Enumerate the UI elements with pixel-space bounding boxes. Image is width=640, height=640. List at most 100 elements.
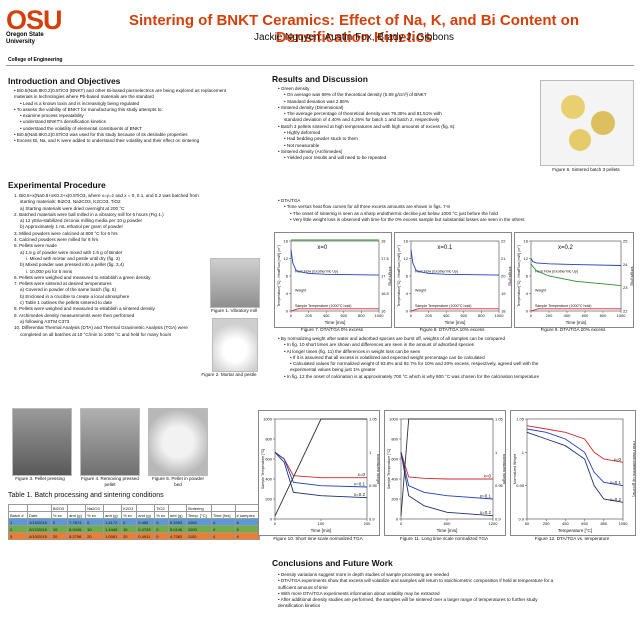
fig10-xtick-label: 100 — [318, 521, 325, 526]
fig11-series-label: x=0.2 — [480, 510, 492, 515]
fig12-xtick-label: 450 — [562, 521, 569, 526]
procedure-line: 6. Pellets were weighed and measured to … — [14, 274, 151, 280]
table-cell: 1.4172 — [103, 518, 123, 526]
normalized-line: • In fig. 12 the onset of calcination is… — [284, 373, 540, 379]
fig9-xlabel: Time [min] — [566, 320, 587, 325]
procedure-line: 5. Pellets were made — [14, 243, 57, 249]
procedure-body: 1. Bi0.5+x(Na0.8+xK0.2+x)0.5TiO3, where … — [8, 193, 208, 338]
procedure-line: a) 1.5 g of powder were mixed with 1.5 g… — [20, 249, 123, 255]
fig9-ytick-label: 8 — [526, 274, 529, 279]
fig10-xlabel: Time [min] — [311, 528, 332, 533]
table-group-header — [210, 504, 236, 512]
table-cell: 3 — [7, 532, 29, 540]
fig9-xtick-label: 400 — [564, 313, 571, 318]
fig12-xtick-label: 650 — [581, 521, 588, 526]
intro-line: • To assess the viability of BNKT for ma… — [14, 106, 163, 112]
procedure-heading: Experimental Procedure — [8, 180, 106, 190]
fig8-xtick-label: 200 — [425, 313, 432, 318]
fig3-caption: Figure 3. Pellet pressing — [15, 476, 65, 481]
procedure-line: starting materials: Bi2O3, Na2CO3, K2CO3… — [20, 199, 121, 205]
table-cell: 0.455 — [136, 518, 156, 526]
fig10-y2tick-label: 0.95 — [369, 483, 378, 488]
fig8-y2tick-label: 22 — [501, 239, 506, 244]
fig10-series-label: x=0 — [358, 472, 366, 477]
fig9-annotation: Heat Flow (Exothermic Up) — [535, 270, 578, 274]
procedure-line: i. Mixed with mortar and pestle until dr… — [26, 255, 120, 261]
table-col-header: amt (g) — [103, 511, 123, 519]
vibratory-mill-photo — [210, 258, 260, 308]
intro-line: • understand the volatility of elemental… — [20, 125, 142, 131]
table-col-header: Time [hrs] — [210, 511, 236, 519]
results-heading: Results and Discussion — [272, 74, 368, 84]
table-cell: 0 — [121, 518, 138, 526]
logo-text: OSU — [6, 5, 63, 35]
results-line: • Not measurable — [284, 142, 320, 148]
fig8-xtick-label: 1000 — [495, 313, 505, 318]
table-cell: 4 — [210, 532, 236, 540]
fig7-ytick-label: 12 — [284, 256, 289, 261]
table-cell: 0 — [154, 532, 169, 540]
fig9-y2label: Weight [mg] — [630, 266, 633, 285]
fig11-ytick-label: 1000 — [389, 417, 399, 422]
fig7-xtick-label: 0 — [290, 313, 293, 318]
table-cell: 20 — [50, 532, 69, 540]
table-cell: 0.4911 — [136, 532, 156, 540]
fig10-ytick-label: 1000 — [263, 417, 273, 422]
table-col-header: % ex — [50, 511, 69, 519]
procedure-line: i. 10,000 psi for 5 mins — [26, 268, 73, 274]
procedure-line: a) Starting materials were dried overnig… — [20, 205, 125, 211]
table-group-header: Na2O3 — [85, 504, 105, 512]
procedure-line: 9. Archimedes density measurements were … — [14, 312, 135, 318]
table-cell: 1 — [7, 518, 29, 526]
mortar-pestle-photo — [212, 318, 258, 372]
procedure-line: 3. Milled powders were calcined at 800 °… — [14, 230, 118, 236]
procedure-line: completed on all batches at 10 °C/min to… — [20, 331, 172, 337]
fig12-series-line — [526, 428, 624, 487]
fig7-xtick-label: 400 — [323, 313, 330, 318]
fig12-y2label: Heat Flow/Exothermic Up [μV/mW] — [632, 441, 635, 497]
dta-body: • DTA/TGA• Time versus heat flow curves … — [272, 198, 632, 223]
fig12-ytick-label: 1.05 — [516, 417, 525, 422]
procedure-line: a) following ASTM C373 — [20, 318, 70, 324]
fig12-xlabel: Temperature [°C] — [558, 528, 592, 533]
fig7-xlabel: Time [min] — [325, 320, 346, 325]
pellet-3 — [569, 129, 591, 151]
fig8-y2tick-label: 21 — [501, 256, 506, 261]
fig8-y2tick-label: 20 — [501, 274, 506, 279]
table-col-header: % ex — [154, 511, 169, 519]
table-cell: 0.4733 — [136, 525, 156, 533]
table-cell: 8.0445 — [67, 525, 87, 533]
fig8-xtick-label: 600 — [460, 313, 467, 318]
table-group-header — [67, 504, 87, 512]
fig9-plot-frame — [530, 240, 622, 312]
results-line: standard deviation of 4.40% and 4.26% fo… — [284, 117, 440, 123]
fig11-series-line — [400, 452, 494, 517]
fig7-y2tick-label: 18 — [381, 239, 386, 244]
fig10-ytick-label: 800 — [265, 437, 272, 442]
fig9-ytick-label: 0 — [526, 309, 529, 314]
table-cell: 1000 — [185, 525, 212, 533]
fig11-xlabel: Time [min] — [437, 528, 458, 533]
pellet-2 — [591, 111, 615, 135]
fig10-ytick-label: 200 — [265, 497, 272, 502]
results-line: • Batch 3 pellets sintered at high tempe… — [278, 123, 456, 129]
conclusion-line: • Density variations suggest more in dep… — [278, 572, 449, 577]
procedure-line: 2. Batched materials were ball milled in… — [14, 211, 164, 217]
results-line: • Standard deviation was 2.86% — [284, 98, 349, 104]
fig9-annotation: Weight — [535, 288, 546, 292]
powder-bed-photo — [148, 408, 208, 476]
fig12-xtick-label: 1050 — [619, 521, 629, 526]
procedure-line: b) Mixed powder was pressed into a pelle… — [20, 262, 124, 268]
fig12-xtick-label: 50 — [525, 521, 530, 526]
table-cell: 0 — [154, 518, 169, 526]
table-cell: 20 — [121, 532, 138, 540]
table-cell: 1050 — [185, 518, 212, 526]
fig9-series-line — [530, 263, 622, 287]
